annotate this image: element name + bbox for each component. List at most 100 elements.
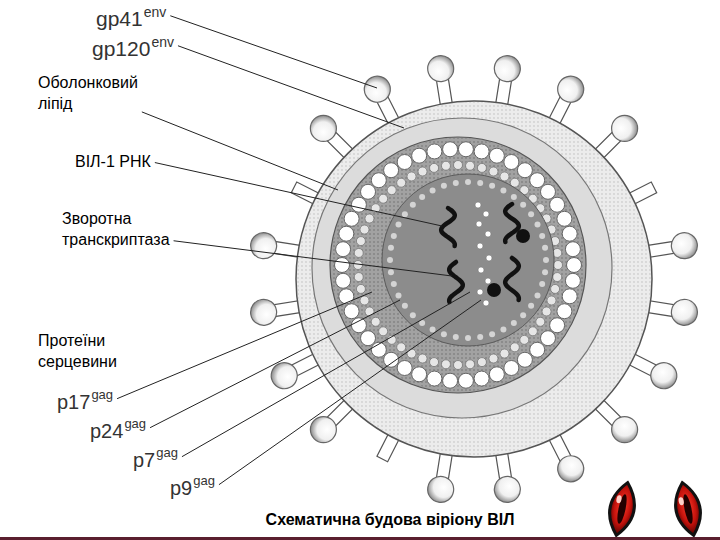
nucleocapsid-dot (485, 278, 491, 284)
spike-knob (249, 231, 279, 261)
inner-bead (551, 284, 560, 293)
leader-line (155, 163, 442, 226)
inner-bead-ring (354, 161, 563, 370)
inner-bead (371, 317, 380, 326)
capsid-dot (396, 222, 402, 228)
envelope (296, 101, 652, 457)
matrix-bead (384, 163, 399, 178)
superscript-label: env (144, 4, 167, 21)
inner-bead (477, 163, 486, 172)
capsid-dot (465, 335, 471, 341)
spike-knob (646, 358, 681, 393)
matrix-protein-ring (335, 142, 582, 388)
rna-strand (441, 208, 455, 246)
inner-bead (466, 161, 475, 170)
capsid-dot (391, 233, 397, 239)
rna-strand (505, 258, 519, 300)
inner-bead (500, 349, 509, 358)
matrix-bead (504, 360, 519, 375)
envelope-texture (297, 102, 651, 456)
inner-bead (356, 284, 365, 293)
spike-knob (305, 110, 342, 147)
matrix-bead (474, 371, 489, 386)
capsid-dot (500, 188, 506, 194)
caption: Схематична будова віріону ВІЛ (266, 511, 515, 529)
eye-icon (605, 480, 640, 538)
nucleocapsid-dot (486, 255, 492, 261)
capsid-dot (388, 269, 394, 275)
matrix-bead (474, 144, 489, 159)
capsid-dot (396, 292, 402, 298)
inner-bead (430, 163, 439, 172)
inner-bead (547, 296, 556, 305)
matrix-bead (540, 184, 555, 199)
matrix-bead (412, 148, 427, 163)
capsid-dot (539, 233, 545, 239)
inner-bead (407, 172, 416, 181)
nucleocapsid-dot (485, 231, 491, 237)
inner-bead (553, 273, 562, 282)
matrix-bead (458, 373, 473, 388)
capsid-dot (388, 245, 394, 251)
capsid-dot (528, 303, 534, 309)
matrix-bead (351, 318, 366, 333)
spike-knob (553, 72, 588, 107)
spike-knob (553, 451, 588, 486)
capsid-dot (543, 257, 549, 263)
capsid-dot (489, 331, 495, 337)
capsid-dot (430, 188, 436, 194)
spike-knob (360, 72, 395, 107)
leader-line (174, 241, 452, 276)
core (382, 174, 554, 346)
capsid-dot (453, 334, 459, 340)
superscript-label: env (151, 34, 174, 51)
part-label: p24 (90, 419, 123, 443)
eye-icon (671, 480, 706, 538)
matrix-bead (562, 289, 577, 304)
capsid-dot (387, 257, 393, 263)
inner-bead (387, 186, 396, 195)
matrix-bead (489, 367, 504, 382)
enzyme-dot (487, 283, 501, 297)
capsid-dot (534, 222, 540, 228)
matrix-bead (565, 242, 580, 257)
superscript-label: gag (193, 473, 215, 489)
inner-bead (489, 167, 498, 176)
inner-bead (477, 358, 486, 367)
capsid-dot (477, 334, 483, 340)
matrix-bead (517, 163, 532, 178)
inner-bead (430, 358, 439, 367)
inner-bead (418, 354, 427, 363)
matrix-bead (567, 258, 582, 273)
leader-line (178, 46, 404, 128)
bottom-rule (0, 537, 720, 540)
matrix-bead (397, 360, 412, 375)
eye-outline (671, 480, 706, 538)
capsid-dot (511, 194, 517, 200)
matrix-bead (550, 197, 565, 212)
rna-strand (449, 262, 463, 302)
matrix-bead (427, 371, 442, 386)
matrix-bead (397, 155, 412, 170)
matrix-bead (351, 197, 366, 212)
capsid-dot (528, 211, 534, 217)
inner-bead (397, 178, 406, 187)
inner-bead (379, 327, 388, 336)
matrix-bead (540, 331, 555, 346)
nucleocapsid-dot (483, 300, 489, 306)
spike-knob (249, 297, 279, 327)
spike-knob (670, 231, 700, 261)
superscript-label: gag (124, 416, 146, 432)
capsid-dot (500, 326, 506, 332)
nucleocapsid-dot (476, 221, 482, 227)
part-label: Оболонковий ліпід (38, 72, 138, 114)
matrix-bead (489, 148, 504, 163)
spike-knob (426, 54, 456, 84)
inner-bead (542, 307, 551, 316)
reverse-transcriptase (487, 229, 530, 297)
inner-bead (454, 161, 463, 170)
spike-knob (606, 110, 643, 147)
inner-bead (365, 307, 374, 316)
matrix-bead (412, 367, 427, 382)
nucleocapsid-dot (477, 289, 483, 295)
